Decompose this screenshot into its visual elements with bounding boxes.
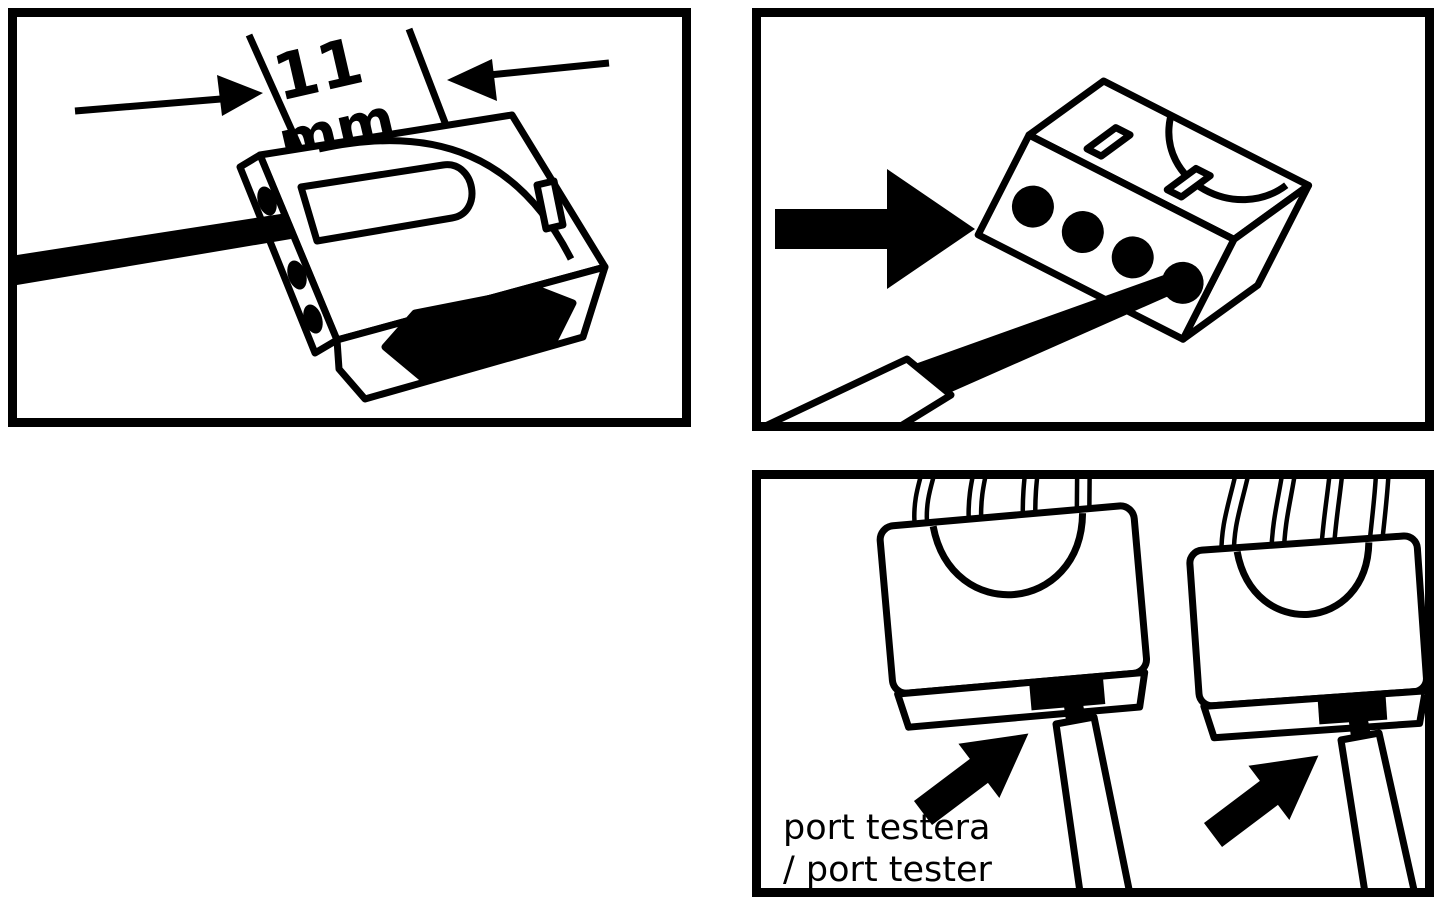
connector-cover-curve	[1233, 542, 1373, 618]
direction-arrow-shape	[913, 733, 1029, 825]
connector-opening	[381, 285, 577, 381]
connector-cover-curve	[929, 513, 1087, 599]
connector-slot	[533, 177, 567, 233]
wire-hole	[1111, 236, 1154, 279]
direction-arrow	[1203, 755, 1319, 847]
wire-channel-window	[297, 161, 476, 245]
dimension-arrow-shaft	[488, 59, 610, 79]
caption-line-2: / port tester	[783, 850, 993, 888]
direction-arrow	[775, 169, 975, 289]
wire	[17, 213, 291, 285]
panel-tester-ports: port testera / port tester	[752, 470, 1434, 897]
connector-cover-curve	[1165, 116, 1289, 204]
strip-length-illustration: 11 mm	[17, 24, 610, 403]
panel-screwdriver-release	[752, 8, 1434, 431]
panel-strip-length: 11 mm	[8, 8, 691, 427]
dimension-arrowhead	[217, 75, 263, 116]
dimension-arrow-shaft	[74, 95, 222, 115]
screwdriver	[765, 271, 1189, 422]
direction-arrow	[913, 733, 1029, 825]
direction-arrow-shape	[1203, 755, 1319, 847]
connector-slot	[1083, 124, 1134, 160]
caption-line-1: port testera	[783, 808, 990, 848]
connector-body	[876, 502, 1151, 697]
wire-hole	[257, 186, 277, 216]
screwdriver-handle	[765, 355, 955, 422]
wire-hole	[303, 304, 323, 334]
probe-body	[1337, 729, 1418, 888]
release-illustration	[765, 77, 1313, 422]
connector	[236, 111, 609, 403]
wire-hole	[1011, 185, 1054, 228]
wire-hole	[1061, 211, 1104, 254]
connector-body	[1186, 532, 1425, 710]
wire-hole	[287, 260, 307, 290]
wire-core	[1076, 479, 1088, 520]
connector	[1186, 479, 1425, 742]
probe-body	[1052, 713, 1133, 888]
test-probe	[1052, 683, 1133, 888]
connector-slot	[1163, 164, 1214, 201]
connector	[876, 479, 1151, 731]
screwdriver-shaft	[901, 271, 1189, 401]
test-probe	[1337, 699, 1418, 888]
tester-illustration: port testera / port tester	[783, 479, 1425, 888]
connector	[974, 77, 1313, 343]
dimension-arrowhead	[447, 59, 497, 101]
wire-core	[1371, 479, 1387, 549]
